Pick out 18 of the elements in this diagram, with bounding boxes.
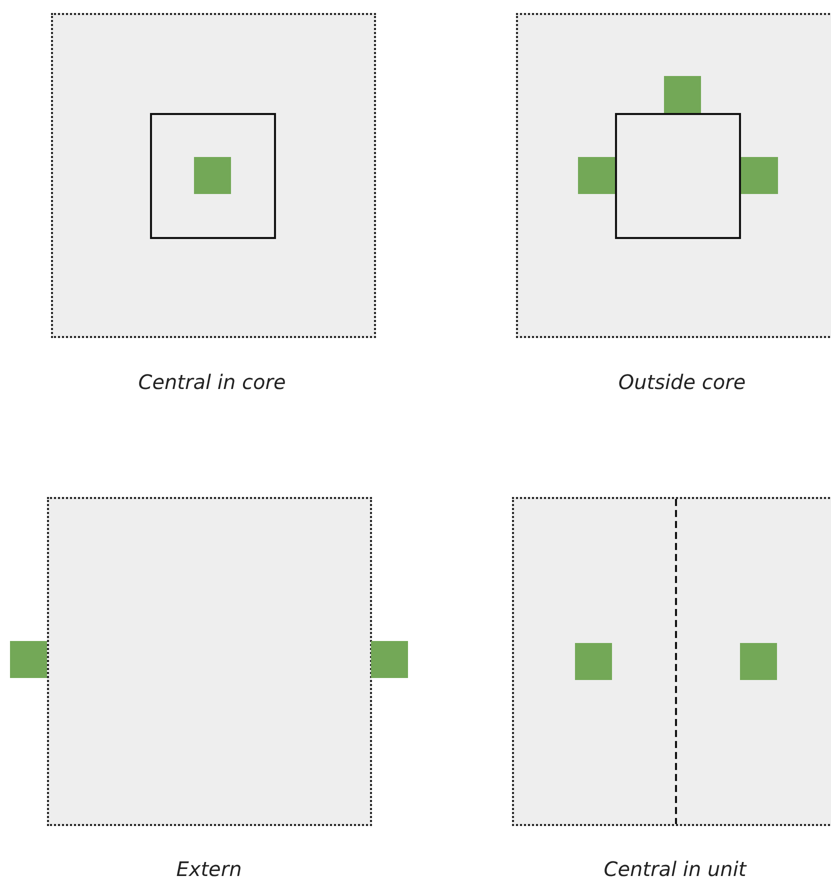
- component-square: [741, 157, 778, 194]
- panel-background: [47, 497, 372, 826]
- panel-background: [516, 13, 831, 338]
- component-square: [10, 641, 47, 678]
- panel-background: [51, 13, 376, 338]
- component-square: [578, 157, 615, 194]
- core-square: [615, 113, 741, 239]
- panel-background: [512, 497, 831, 826]
- node-label: Central in unit: [604, 857, 746, 879]
- node-label: Outside core: [618, 370, 746, 394]
- component-square: [740, 643, 777, 680]
- node-label: Central in core: [138, 370, 286, 394]
- core-square: [150, 113, 276, 239]
- component-square: [194, 157, 231, 194]
- component-square: [371, 641, 408, 678]
- component-square: [575, 643, 612, 680]
- node-label: Extern: [176, 857, 242, 879]
- component-square: [664, 76, 701, 113]
